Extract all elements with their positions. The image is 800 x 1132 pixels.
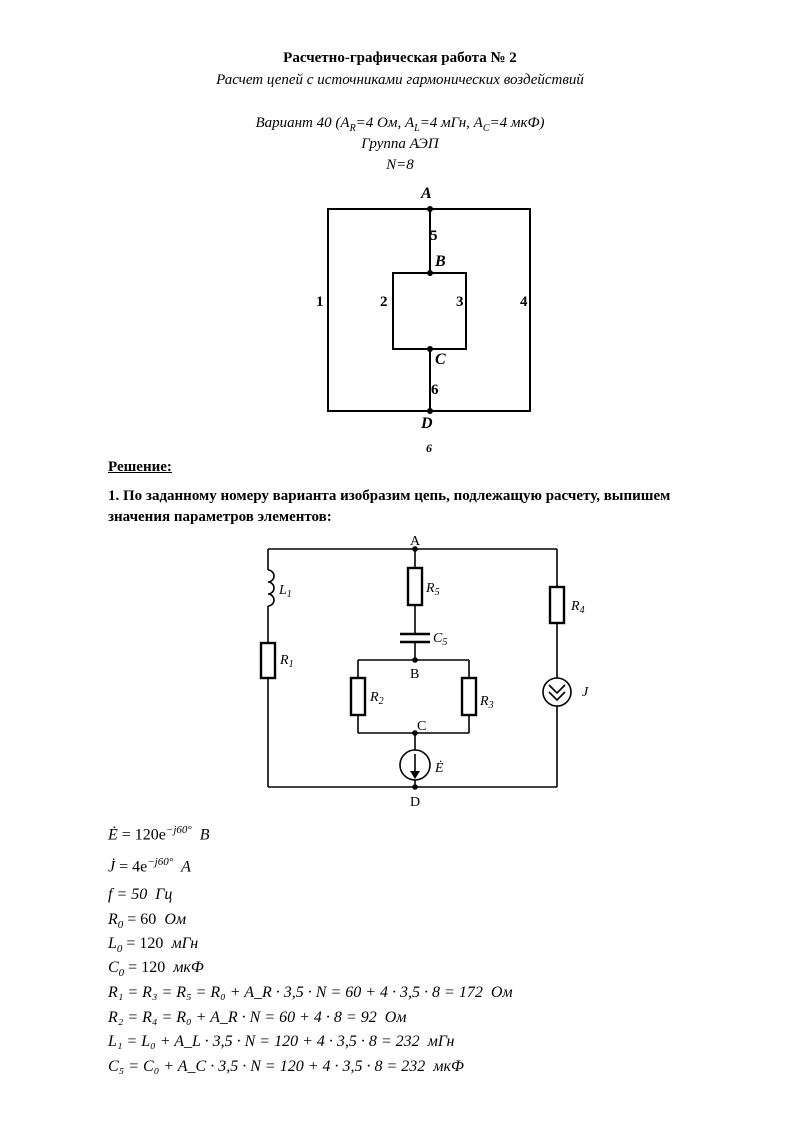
eq-c5: C₅ = C₀ + A_C · 3,5 · N = 120 + 4 · 3,5 … — [108, 1058, 464, 1076]
current-source-arrow-1 — [548, 684, 566, 695]
doc-title: Расчетно-графическая работа № 2 — [283, 50, 517, 66]
eq-r24-unit: Ом — [384, 1009, 407, 1026]
eq-c0-unit: мкФ — [173, 959, 204, 976]
current-source-arrow-2 — [548, 691, 566, 702]
label-j: J — [582, 685, 589, 700]
eq-l0-unit: мГн — [171, 935, 199, 952]
eq-r0-value: = 60 — [127, 911, 157, 928]
eq-f-unit: Гц — [155, 886, 173, 903]
eq-c5-value: C₅ = C₀ + A_C · 3,5 · N = 120 + 4 · 3,5 … — [108, 1058, 426, 1075]
circuit-node-c: C — [417, 719, 426, 734]
step1-line2: значения параметров элементов: — [108, 509, 332, 525]
variant-sub-l: L — [414, 123, 420, 134]
graph-branch-label-1: 1 — [316, 294, 324, 310]
eq-c0-main: C — [108, 959, 119, 976]
eq-j-unit: A — [181, 858, 191, 876]
graph-label-c: C — [435, 351, 446, 368]
circuit-node-a: A — [410, 534, 421, 549]
eq-c0-sub: 0 — [118, 967, 125, 980]
graph-label-a: A — [420, 185, 432, 202]
n-line: N=8 — [386, 157, 414, 173]
graph-label-d: D — [420, 415, 433, 432]
eq-r0-sub: 0 — [117, 919, 124, 932]
graph-branch-label-4: 4 — [520, 294, 528, 310]
variant-sub-r: R — [349, 123, 356, 134]
node-d-dot — [412, 784, 418, 790]
eq-f: f = 50 Гц — [108, 886, 172, 904]
eq-j-exp: −j60° — [147, 856, 174, 868]
node-c-dot — [412, 730, 418, 736]
eq-e-unit: B — [199, 826, 210, 844]
variant-prefix: Вариант 40 (A — [255, 115, 350, 131]
label-e: Ė — [434, 760, 444, 776]
label-r2: R2 — [369, 690, 384, 707]
eq-c5-unit: мкФ — [433, 1058, 464, 1075]
eq-c0: C0 = 120 мкФ — [108, 959, 204, 979]
doc-subtitle: Расчет цепей с источниками гармонических… — [216, 72, 584, 88]
resistor-r1 — [259, 641, 277, 680]
eq-l0: L0 = 120 мГн — [108, 935, 198, 955]
eq-r0-unit: Ом — [164, 911, 187, 928]
circuit-node-d: D — [410, 795, 420, 810]
eq-l1-unit: мГн — [427, 1033, 455, 1050]
eq-r1-r3-r5: R₁ = R₃ = R₅ = R₀ + A_R · 3,5 · N = 60 +… — [108, 984, 513, 1002]
graph-branch-label-5: 5 — [430, 228, 438, 244]
eq-l0-value: = 120 — [126, 935, 164, 952]
circuit-node-b: B — [410, 667, 419, 682]
eq-r135-value: R₁ = R₃ = R₅ = R₀ + A_R · 3,5 · N = 60 +… — [108, 984, 483, 1001]
graph-caption: 6 — [426, 441, 432, 455]
graph-branch-label-6: 6 — [431, 382, 439, 398]
eq-e-lhs: Ė — [108, 826, 118, 844]
graph-node-d — [427, 408, 433, 414]
node-b-dot — [412, 657, 418, 663]
eq-j-lhs: J̇ — [108, 858, 116, 876]
resistor-r5 — [406, 566, 424, 607]
label-c5: C5 — [433, 631, 447, 648]
eq-j-value: = 4e — [119, 858, 148, 876]
eq-f-value: f = 50 — [108, 886, 148, 903]
eq-r2-r4: R₂ = R₄ = R₀ + A_R · N = 60 + 4 · 8 = 92… — [108, 1009, 406, 1027]
graph-diagram: A B C D 1 2 3 4 5 6 6 — [316, 185, 531, 455]
label-r1: R1 — [279, 653, 294, 670]
graph-node-b — [427, 270, 433, 276]
solution-heading: Решение: — [108, 459, 172, 475]
variant-end: =4 мкФ) — [489, 115, 545, 131]
eq-c0-value: = 120 — [128, 959, 166, 976]
eq-l0-main: L — [108, 935, 117, 952]
circuit-diagram: A B C D L1 R1 R5 C5 R2 R3 R4 J Ė — [259, 534, 589, 810]
group-line: Группа АЭП — [361, 136, 439, 152]
graph-label-b: B — [434, 253, 446, 270]
eq-e: Ė = 120e−j60° B — [108, 824, 210, 844]
step1-line1: 1. По заданному номеру варианта изобрази… — [108, 488, 671, 504]
variant-mid2: =4 мГн, A — [419, 115, 483, 131]
resistor-r4 — [548, 585, 566, 625]
eq-e-exp: −j60° — [165, 824, 192, 836]
eq-r135-unit: Ом — [490, 984, 513, 1001]
eq-j: J̇ = 4e−j60° A — [108, 856, 191, 876]
label-r4: R4 — [570, 599, 585, 616]
eq-e-value: = 120e — [121, 826, 166, 844]
inductor-l1 — [267, 569, 275, 607]
label-r3: R3 — [479, 694, 494, 711]
variant-mid1: =4 Ом, A — [355, 115, 415, 131]
graph-branch-label-2: 2 — [380, 294, 388, 310]
eq-r0: R0 = 60 Ом — [108, 911, 186, 931]
eq-r24-value: R₂ = R₄ = R₀ + A_R · N = 60 + 4 · 8 = 92 — [108, 1009, 377, 1026]
label-r5: R5 — [425, 581, 440, 598]
eq-l1: L₁ = L₀ + A_L · 3,5 · N = 120 + 4 · 3,5 … — [108, 1033, 454, 1051]
eq-r0-main: R — [108, 911, 118, 928]
node-a-dot — [412, 546, 418, 552]
variant-line: Вариант 40 (AR=4 Ом, AL=4 мГн, AC=4 мкФ) — [0, 115, 800, 134]
voltage-source-arrow-head — [410, 771, 420, 779]
graph-node-c — [427, 346, 433, 352]
graph-branch-label-3: 3 — [456, 294, 464, 310]
eq-l1-value: L₁ = L₀ + A_L · 3,5 · N = 120 + 4 · 3,5 … — [108, 1033, 420, 1050]
variant-sub-c: C — [482, 123, 490, 134]
label-l1: L1 — [278, 583, 292, 600]
graph-node-a — [427, 206, 433, 212]
eq-l0-sub: 0 — [116, 943, 123, 956]
resistor-r3 — [460, 676, 478, 717]
resistor-r2 — [349, 676, 367, 717]
